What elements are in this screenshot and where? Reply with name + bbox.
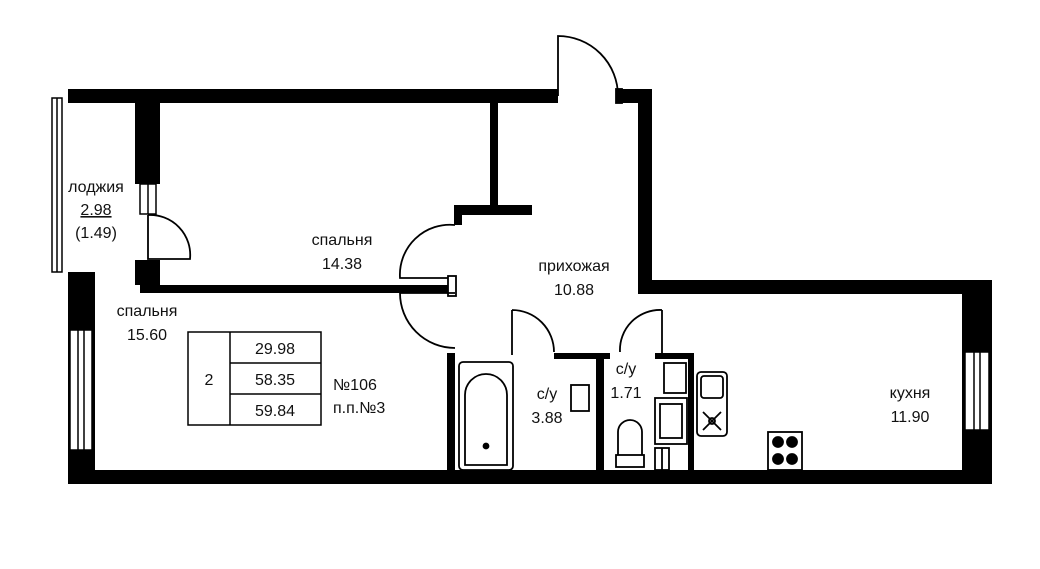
loggia-area-coef: (1.49) <box>75 225 117 242</box>
windows <box>51 97 990 451</box>
sink-icon <box>663 362 687 394</box>
doors <box>147 35 663 355</box>
bedroom1-area: 14.38 <box>322 256 362 273</box>
bedroom1-name: спальня <box>312 232 373 249</box>
hall-name: прихожая <box>538 258 609 275</box>
total-area: 58.35 <box>255 372 295 389</box>
kitchen-name: кухня <box>890 385 931 402</box>
bath2-area: 1.71 <box>610 385 641 402</box>
room-labels: лоджия 2.98 (1.49) спальня 14.38 прихожа… <box>68 179 930 427</box>
info-table <box>187 331 322 426</box>
loggia-name: лоджия <box>68 179 124 196</box>
rooms-count: 2 <box>205 372 214 389</box>
bath2-name: с/у <box>616 361 636 378</box>
bedroom2-area: 15.60 <box>127 327 167 344</box>
toilet-icon <box>615 454 645 468</box>
bathtub-icon <box>458 361 514 471</box>
plan-number: п.п.№3 <box>333 400 385 417</box>
apartment-number: №106 <box>333 377 377 394</box>
hall-area: 10.88 <box>554 282 594 299</box>
loggia-area: 2.98 <box>80 202 111 219</box>
living-area: 29.98 <box>255 341 295 358</box>
bath1-area: 3.88 <box>531 410 562 427</box>
kitchen-area: 11.90 <box>891 409 930 426</box>
sink-icon <box>570 384 590 412</box>
washer-icon <box>654 397 688 445</box>
bedroom2-name: спальня <box>117 303 178 320</box>
fixtures <box>458 361 803 471</box>
stove-icon <box>767 431 803 471</box>
kitchen-sink-icon <box>696 371 728 437</box>
info-labels: 2 29.98 58.35 59.84 №106 п.п.№3 <box>205 341 386 420</box>
bath1-name: с/у <box>537 386 557 403</box>
total-area-loggia: 59.84 <box>255 403 295 420</box>
